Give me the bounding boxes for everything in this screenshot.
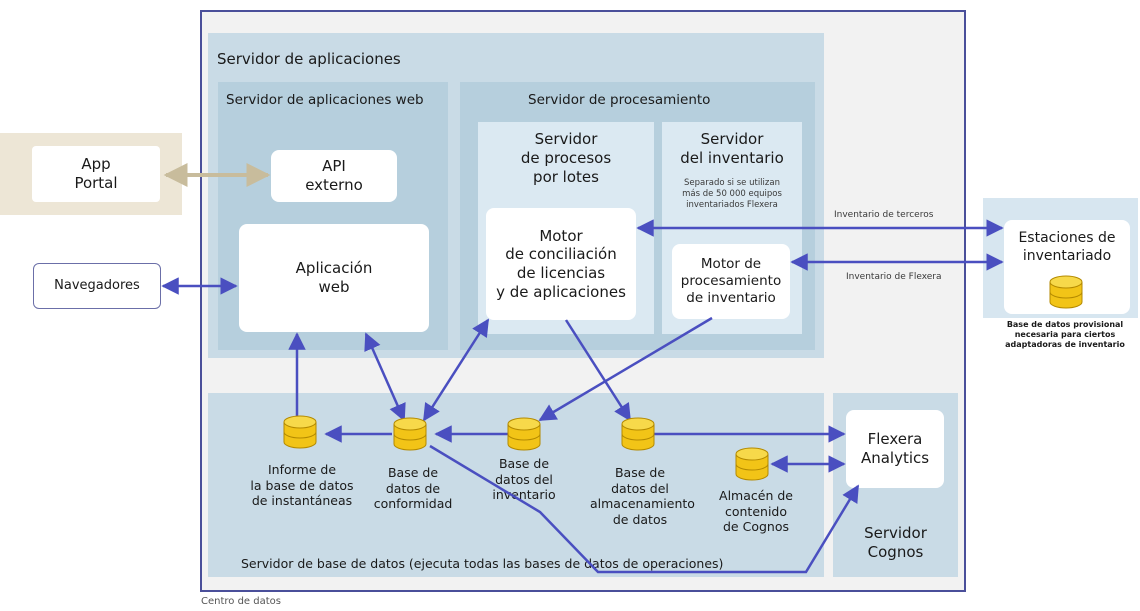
compliance-db-label: Base de datos de conformidad [373,465,453,512]
compliance-to-analytics-arrow [429,444,860,574]
batch-server-title: Servidor de procesos por lotes [520,130,612,186]
inventory-server-title: Servidor del inventario [680,130,784,167]
license-reconciliation-engine: Motor de conciliación de licencias y de … [486,208,636,320]
invengine-to-invdb-arrow [538,316,713,422]
db-server-title: Servidor de base de datos (ejecuta todas… [241,556,724,571]
datawarehouse-db-label: Base de datos del almacenamiento de dato… [590,465,695,527]
web-application-box: Aplicación web [239,224,429,332]
staging-db-icon [1049,275,1083,309]
cognos-content-store-label: Almacén de contenido de Cognos [719,488,793,535]
inventory-db-icon [507,417,541,451]
third-party-inventory-label: Inventario de terceros [834,210,934,220]
browsers-box: Navegadores [33,263,161,309]
flexera-inventory-label: Inventario de Flexera [846,272,942,282]
app-portal-box: App Portal [32,146,160,202]
app-server-title: Servidor de aplicaciones [217,50,401,68]
webapp-compliance-arrow [364,332,406,422]
datawarehouse-db-icon [621,417,655,451]
inventory-server-note: Separado si se utilizan más de 50 000 eq… [682,178,782,211]
staging-db-note: Base de datos provisional necesaria para… [1005,320,1125,349]
compliance-db-icon [393,417,427,451]
data-center-label: Centro de datos [201,596,281,607]
external-api-box: API externo [271,150,397,202]
engine-compliance-arrow [422,318,490,422]
snapshot-db-icon [283,415,317,449]
inventory-processing-engine: Motor de procesamiento de inventario [672,244,790,319]
cognos-content-store-icon [735,447,769,481]
engine-to-warehouse-arrow [564,319,632,422]
flexera-analytics-box: Flexera Analytics [846,410,944,488]
snapshot-db-label: Informe de la base de datos de instantán… [250,462,354,509]
web-app-server-title: Servidor de aplicaciones web [226,92,424,108]
inventory-db-label: Base de datos del inventario [492,456,556,503]
processing-server-title: Servidor de procesamiento [528,92,711,108]
cognos-server-title: Servidor Cognos [864,524,927,561]
